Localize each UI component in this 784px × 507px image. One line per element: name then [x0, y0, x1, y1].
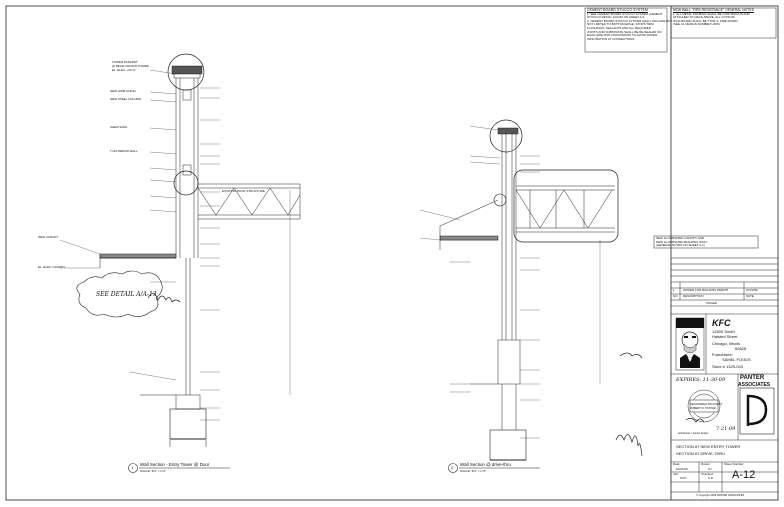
- firm-logo-icon: [739, 387, 775, 435]
- tag-exterior-wall: T/ EXTERIOR WALL: [110, 149, 138, 153]
- franchisee-name: SAMEL FOODS: [722, 357, 751, 362]
- sheet-number-label: Sheet Number:: [724, 462, 745, 466]
- cement-board-line: 2. CEMENT BOARD STUCCO SYSTEM SHALL INCL…: [587, 18, 673, 23]
- checked-value: S.P.: [708, 476, 714, 480]
- checked-label: Checked:: [701, 472, 714, 476]
- client-address-2: Halsted Street: [712, 334, 738, 339]
- cement-board-line: JOINTS AND SUBSTRATE SHALL BE RE-SEALED …: [587, 29, 662, 34]
- revision-header-description: DESCRIPTION: [683, 294, 704, 298]
- client-address-1: 12600 South: [712, 329, 735, 334]
- right-section-title: Wall Section @ drive-thru: [460, 462, 511, 467]
- section-number-1: 1: [131, 465, 134, 470]
- canopy-note-line: NEW ILLUMINATED CANOPY AND: [656, 236, 704, 240]
- tag-steel-column: NEW STEEL COLUMN: [110, 97, 142, 101]
- revision-header-no: NO.: [673, 294, 679, 298]
- wall-section-entry-tower: [59, 53, 301, 473]
- cement-board-line: STUCCO) DETAIL 1/A0.80 ON SHEET A-0: [587, 15, 645, 20]
- cement-board-line: EACH SIDE WITH PROVISIONS TO AVOID WATER: [587, 33, 658, 38]
- new-wall-line: WALLBOARD SHALL BE TYPE X, FIRE RATED: [673, 18, 738, 23]
- tag-roof-structure: EXISTING ROOF STRUCTURE: [222, 189, 265, 193]
- firm-info: Architecture / Interior Design: [678, 432, 709, 435]
- new-wall-notes: NEW WALL "FIRE RESISTANCE" GENERAL NOTES…: [673, 8, 776, 27]
- left-section-scale: SCALE: 3/4" = 1'-0": [140, 469, 167, 473]
- cement-board-line: NOT LIMITED TO BOTTOM EDGE, STOPS TRIM: [587, 22, 654, 27]
- franchisee-label: Franchisee:: [712, 352, 733, 357]
- client-city: Chicago, Illinois: [712, 341, 741, 346]
- revision-header-date: DATE: [746, 294, 754, 298]
- sheet-number: A-12: [732, 469, 756, 481]
- job-value: 0727: [680, 476, 687, 480]
- cement-board-notes: CEMENT BOARD STUCCO SYSTEM 1. SEE CEMENT…: [587, 8, 673, 41]
- drawn-value: SJ: [708, 467, 712, 471]
- right-section-scale: SCALE: 3/4" = 1'-0": [460, 469, 487, 473]
- tag-gwb-lining: NEW GWB LINING: [110, 89, 136, 93]
- kfc-logo-icon: [675, 317, 705, 371]
- wall-section-drive-thru: [419, 119, 619, 473]
- cement-board-title: CEMENT BOARD STUCCO SYSTEM: [587, 8, 648, 12]
- license-expires: EXPIRES: 11-30-09: [676, 377, 726, 383]
- new-wall-line: ATTACHED TO DECK ABOVE, ALL GYPSUM: [673, 15, 735, 20]
- section-number-2: 2: [451, 465, 454, 470]
- store-number: Store # 1329-043: [712, 364, 743, 369]
- canopy-note-line: NEW ILLUMINATED BUILDING SIGN: [656, 239, 707, 244]
- tag-beam-crown: @ BEAM CROWN TOWER: [112, 64, 149, 68]
- drawn-label: Drawn:: [701, 462, 711, 466]
- new-wall-line: 1. ALL METAL FRAMING SHALL BE CONTINUOUS…: [673, 11, 750, 16]
- date-value: 10/21/09: [676, 467, 688, 471]
- tag-canopy-elevation: EL. ELEV. CANOPY: [38, 265, 66, 269]
- seal-text: REGISTERED ARCHITECT: [690, 403, 723, 406]
- cement-board-line: FLASHINGS, SEALANTS AND ALL REQUIRED: [587, 25, 651, 30]
- revision-row-description: ISSUED FOR BUILDING PERMIT: [683, 288, 729, 292]
- new-wall-title: NEW WALL "FIRE RESISTANCE" GENERAL NOTES: [673, 8, 754, 12]
- new-wall-line: (SEE UL DESIGN NUMBER U465): [673, 22, 720, 27]
- cement-board-line: 1. SEE CEMENT BOARD STUCCO SYSTEM (CEMEN…: [587, 11, 663, 16]
- firm-name: PANTER: [740, 375, 765, 381]
- copyright: © Copyright 2009 PANTER ASSOCIATES: [696, 494, 745, 497]
- architect-seal-icon: [687, 389, 721, 423]
- tag-sheathing: SHEATHING: [110, 125, 128, 129]
- detail-callout: SEE DETAIL A/A-13: [96, 291, 157, 298]
- client-brand: KFC: [712, 318, 731, 328]
- seal-architect: ROBERT M. POSTER: [690, 407, 716, 410]
- tag-tower-parapet: TOWER PARAPET: [112, 60, 138, 64]
- date-label: Date:: [673, 462, 681, 466]
- issued-label: ISSUED: [706, 301, 718, 305]
- canopy-note-line: (GENERAL NOTES ON SHEET A-1): [656, 243, 705, 248]
- revision-row-date: 07/22/09: [746, 288, 758, 292]
- tag-new-canopy: NEW CANOPY: [38, 235, 59, 239]
- signature-marks: [147, 293, 705, 457]
- date-signed: 7-21-09: [716, 426, 736, 432]
- title-block-grid: [584, 7, 778, 493]
- cement-board-line: INFILTRATION AT CONNECTIONS.: [587, 36, 636, 41]
- revision-row-no: 1: [673, 288, 675, 292]
- sheet-title-1: SECTION AT NEW ENTRY TOWER: [676, 444, 741, 449]
- illuminated-canopy-note: NEW ILLUMINATED CANOPY AND NEW ILLUMINAT…: [656, 236, 756, 248]
- revision-cloud: [76, 270, 163, 318]
- sheet-title-2: SECTION AT DRIVE-THRU: [676, 451, 726, 456]
- tag-elevation-top: EL. ELEV. +24'-0": [112, 68, 136, 72]
- firm-name-2: ASSOCIATES: [738, 382, 771, 388]
- job-label: Job:: [673, 472, 679, 476]
- left-section-title: Wall Section - Entry Tower @ Door: [140, 462, 210, 467]
- client-zip: 60628: [735, 346, 747, 351]
